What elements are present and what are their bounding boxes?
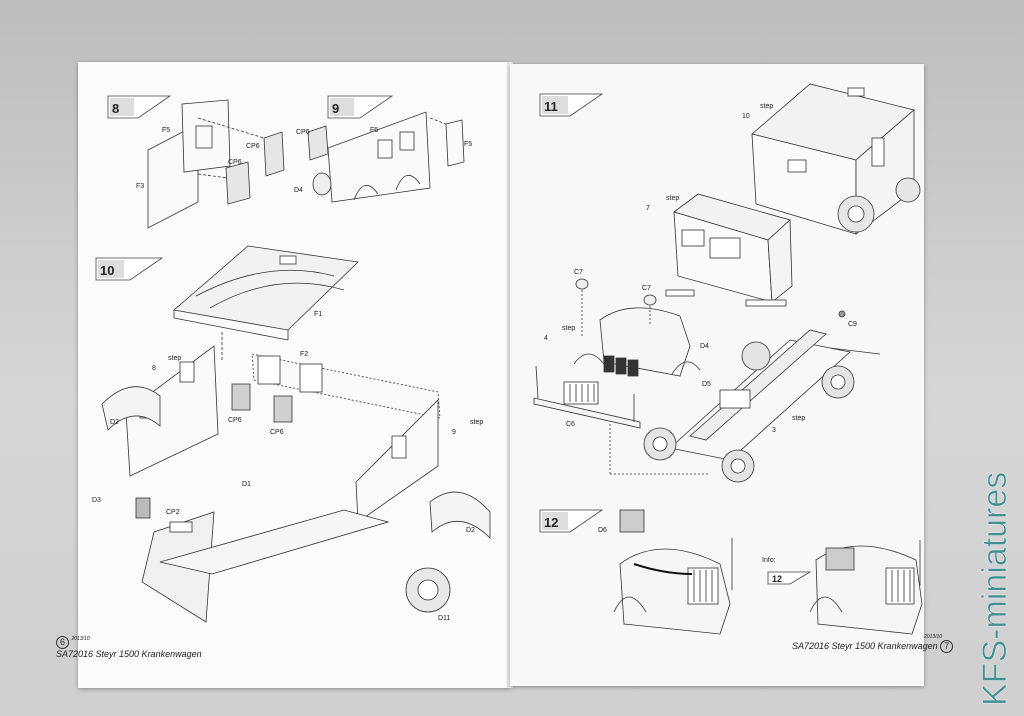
label-step-d: step bbox=[792, 415, 805, 422]
label-D6: D6 bbox=[598, 527, 607, 534]
step-12-number: 12 bbox=[544, 515, 558, 530]
label-D4: D4 bbox=[700, 343, 709, 350]
label-10: 10 bbox=[742, 113, 750, 120]
step-12-right-hood bbox=[809, 540, 923, 635]
kfs-watermark: KFS-miniatures bbox=[976, 471, 1015, 706]
left-page-number: 6 bbox=[56, 636, 69, 649]
step-12-banner bbox=[539, 509, 604, 533]
label-3: 3 bbox=[772, 427, 776, 434]
step-12-info-banner bbox=[767, 571, 812, 585]
roof-part-F1 bbox=[173, 245, 359, 341]
step-12-left-hood bbox=[613, 509, 733, 635]
hood-part bbox=[573, 278, 701, 377]
label-CP6-b: CP6 bbox=[228, 159, 242, 166]
step-9-number: 9 bbox=[332, 101, 339, 116]
front-bumper bbox=[533, 365, 641, 429]
label-CP2: CP2 bbox=[166, 509, 180, 516]
label-step-b: step bbox=[666, 195, 679, 202]
left-footer-date: 2013/10 bbox=[71, 636, 90, 642]
label-info: Info: bbox=[762, 557, 776, 564]
info-step-number: 12 bbox=[772, 574, 782, 584]
label-F5-b: F5 bbox=[464, 141, 472, 148]
label-step-c: step bbox=[562, 325, 575, 332]
ambulance-rear-box bbox=[751, 83, 921, 235]
left-part-labels: F5 F3 CP6 CP6 CP6 F6 D4 F5 F1 F2 step 8 … bbox=[92, 127, 483, 622]
right-page-number: 7 bbox=[940, 640, 954, 653]
label-D2-a: D2 bbox=[110, 419, 119, 426]
cab-part bbox=[665, 193, 793, 307]
watermark-text: KFS-miniatures bbox=[976, 472, 1014, 706]
label-9: 9 bbox=[452, 429, 456, 436]
step-11-banner bbox=[539, 93, 604, 117]
label-F5: F5 bbox=[162, 127, 170, 134]
step-10-number: 10 bbox=[100, 263, 114, 278]
label-CP6-d: CP6 bbox=[228, 417, 242, 424]
body-shell bbox=[101, 345, 491, 623]
label-C9: C9 bbox=[848, 321, 857, 328]
step-11-number: 11 bbox=[544, 99, 558, 114]
label-step-a: step bbox=[760, 103, 773, 110]
step-8-number: 8 bbox=[112, 101, 119, 116]
label-7: 7 bbox=[646, 205, 650, 212]
label-CP6-c: CP6 bbox=[296, 129, 310, 136]
label-D4: D4 bbox=[294, 187, 303, 194]
label-8: 8 bbox=[152, 365, 156, 372]
label-D11: D11 bbox=[438, 615, 450, 622]
label-D3: D3 bbox=[92, 497, 101, 504]
label-CP6-a: CP6 bbox=[246, 143, 260, 150]
left-footer-title: SA72016 Steyr 1500 Krankenwagen bbox=[56, 649, 202, 659]
label-D5: D5 bbox=[702, 381, 711, 388]
left-page-drawings: F5 F3 CP6 CP6 CP6 F6 D4 F5 F1 F2 step 8 … bbox=[92, 95, 491, 623]
right-part-labels: step 10 step 7 C7 C7 step 4 D4 D5 C6 C9 … bbox=[544, 103, 857, 564]
instruction-page-left: F5 F3 CP6 CP6 CP6 F6 D4 F5 F1 F2 step 8 … bbox=[56, 62, 510, 688]
label-C7-a: C7 bbox=[574, 269, 583, 276]
instruction-page-right: step 10 step 7 C7 C7 step 4 D4 D5 C6 C9 … bbox=[510, 64, 954, 686]
label-F1: F1 bbox=[314, 311, 322, 318]
right-footer-date: 2013/10 bbox=[924, 634, 943, 640]
label-F3: F3 bbox=[136, 183, 144, 190]
left-footer: 6 2013/10 SA72016 Steyr 1500 Krankenwage… bbox=[56, 636, 256, 659]
right-page-drawings: step 10 step 7 C7 C7 step 4 D4 D5 C6 C9 … bbox=[533, 83, 923, 635]
label-CP6-e: CP6 bbox=[270, 429, 284, 436]
right-footer-title: SA72016 Steyr 1500 Krankenwagen bbox=[792, 641, 938, 651]
chassis-frame bbox=[643, 310, 881, 483]
step-8-banner bbox=[107, 95, 172, 119]
step-9-banner bbox=[327, 95, 394, 119]
label-D1: D1 bbox=[242, 481, 251, 488]
step-9-parts bbox=[307, 111, 465, 203]
step-10-banner bbox=[95, 257, 164, 281]
step-8-parts bbox=[147, 99, 285, 229]
right-footer: 2013/10 SA72016 Steyr 1500 Krankenwagen … bbox=[792, 634, 972, 653]
label-step-b: step bbox=[470, 419, 483, 426]
label-4: 4 bbox=[544, 335, 548, 342]
label-F6: F6 bbox=[370, 127, 378, 134]
label-D2-b: D2 bbox=[466, 527, 475, 534]
label-step-a: step bbox=[168, 355, 181, 362]
label-C6: C6 bbox=[566, 421, 575, 428]
label-C7-b: C7 bbox=[642, 285, 651, 292]
label-F2: F2 bbox=[300, 351, 308, 358]
